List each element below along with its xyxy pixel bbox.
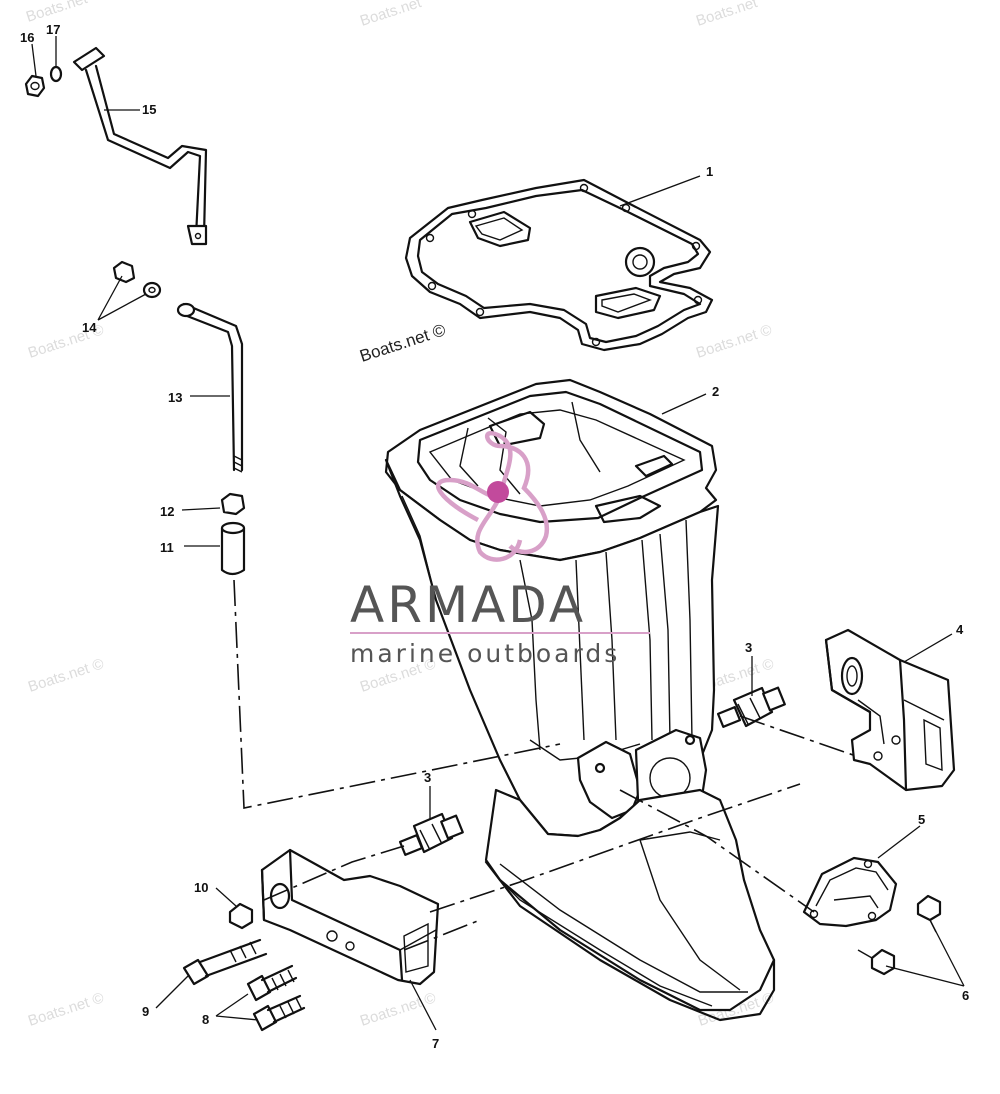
callout-3-upper: 3	[745, 640, 752, 655]
callout-17: 17	[46, 22, 60, 37]
upper-mount-bracket-part-4	[824, 628, 956, 792]
callout-15: 15	[142, 102, 156, 117]
nut-part-12	[220, 492, 246, 516]
watermark-bottom-left: Boats.net ©	[26, 989, 106, 1029]
boats-net-credit: Boats.net ©	[357, 320, 448, 366]
lower-mount-bracket-part-7	[260, 848, 440, 986]
watermark-top-center: Boats.net	[358, 0, 424, 30]
bolt-part-8-upper	[246, 964, 298, 1002]
callout-5: 5	[918, 812, 925, 827]
nut-part-16	[24, 74, 46, 98]
callout-14: 14	[82, 320, 97, 335]
screw-part-6-b	[857, 948, 896, 976]
screw-part-14	[112, 260, 136, 284]
driveshaft-housing-part-2	[384, 378, 776, 1022]
gasket-part-1	[404, 178, 714, 352]
assembly-lines	[233, 579, 857, 951]
nut-part-10	[228, 902, 254, 930]
callout-13: 13	[168, 390, 182, 405]
armada-logo: ARMADA marine outboards	[350, 431, 650, 668]
callout-6: 6	[962, 988, 969, 1003]
brand-name: ARMADA	[350, 576, 586, 634]
shift-rod-part-13	[176, 302, 244, 473]
watermark-mid-right: Boats.net ©	[694, 321, 774, 361]
armada-octopus-icon	[436, 431, 550, 562]
cover-plate-part-5	[802, 856, 898, 928]
callout-labels: 1 2 3 3 4 5 6 7 8 9 10 11 12 13 14 15 16…	[20, 22, 969, 1051]
callout-9: 9	[142, 1004, 149, 1019]
rubber-mount-part-3-lower	[398, 812, 464, 856]
watermark-low-left: Boats.net ©	[26, 655, 106, 695]
screw-part-6-a	[916, 894, 942, 933]
callout-8: 8	[202, 1012, 209, 1027]
long-bolt-part-9	[182, 938, 268, 986]
armada-logo-dot	[487, 481, 509, 503]
brand-tagline: marine outboards	[350, 639, 620, 668]
watermark-top-left: Boats.net ©	[24, 0, 104, 26]
callout-11: 11	[160, 540, 174, 555]
callout-4: 4	[956, 622, 964, 637]
callout-3-lower: 3	[424, 770, 431, 785]
spacer-part-11	[220, 521, 246, 576]
bolt-part-8-lower	[252, 994, 306, 1032]
shift-lever-part-15	[72, 46, 208, 246]
callout-10: 10	[194, 880, 208, 895]
washer-part-17	[49, 65, 63, 83]
callout-2: 2	[712, 384, 719, 399]
callout-16: 16	[20, 30, 34, 45]
leader-lines	[31, 36, 965, 1031]
watermark-top-right: Boats.net	[694, 0, 760, 30]
callout-12: 12	[160, 504, 174, 519]
callout-7: 7	[432, 1036, 439, 1051]
callout-1: 1	[706, 164, 713, 179]
washer-part-14	[142, 281, 162, 299]
